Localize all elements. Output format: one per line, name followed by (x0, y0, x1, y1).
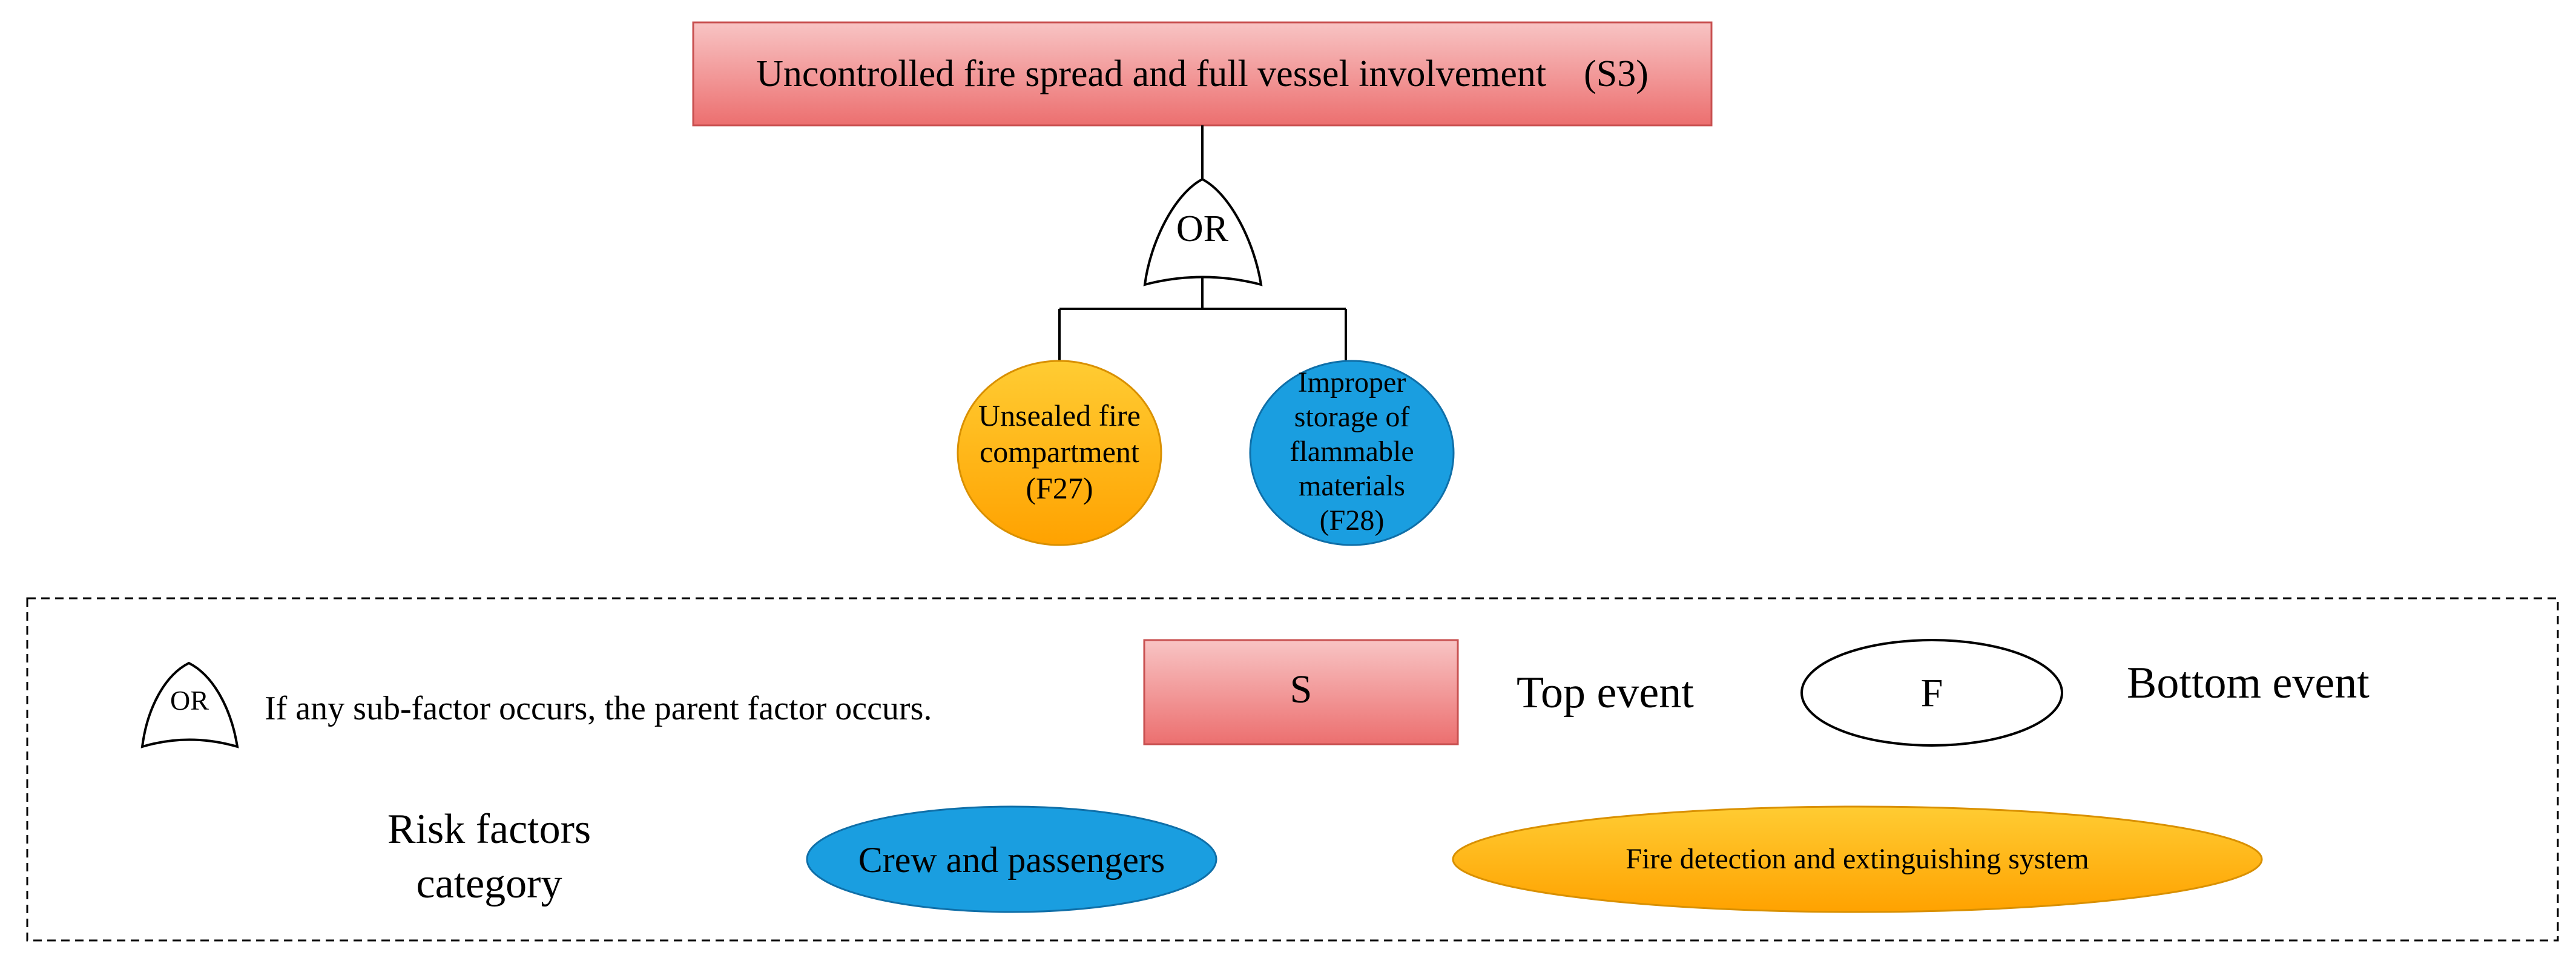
legend-border (26, 597, 2559, 942)
bottom-event-f27-label-line-3: (F27) (1026, 471, 1093, 505)
legend-or-gate-description: If any sub-factor occurs, the parent fac… (265, 690, 932, 727)
legend-or-gate: OR (140, 661, 239, 748)
legend-or-gate-label: OR (170, 685, 209, 716)
legend-top-event-text: Top event (1517, 668, 1694, 718)
bottom-event-f27-label-line-1: Unsealed fire (978, 398, 1141, 432)
bottom-event-f28-ellipse (1249, 360, 1455, 546)
bottom-event-f28-label-line-2: storage of (1294, 401, 1410, 433)
legend-crew-label: Crew and passengers (858, 840, 1165, 880)
top-event-box (692, 21, 1713, 127)
or-gate: OR (1143, 177, 1263, 286)
legend-fire-label: Fire detection and extinguishing system (1626, 843, 2089, 875)
legend-category-title: Risk factors category (387, 806, 591, 907)
bottom-event-f28-label-line-5: (F28) (1320, 504, 1385, 537)
top-event: Uncontrolled fire spread and full vessel… (692, 21, 1713, 127)
legend-or-gate-shape (140, 661, 239, 748)
bottom-event-f27-ellipse (957, 360, 1162, 546)
legend-crew-ellipse (806, 805, 1217, 913)
bottom-event-f28-label-line-1: Improper (1298, 366, 1406, 398)
connector-lines (1058, 125, 1347, 362)
top-event-label: Uncontrolled fire spread and full vessel… (756, 53, 1649, 94)
or-gate-shape (1143, 177, 1263, 286)
legend-bottom-event-text: Bottom event (2127, 658, 2370, 708)
legend-top-event-symbol: S (1290, 667, 1313, 712)
or-gate-label: OR (1176, 208, 1229, 249)
legend-bottom-event-symbol: F (1921, 671, 1943, 715)
legend: OR If any sub-factor occurs, the parent … (26, 597, 2559, 942)
bottom-event-f27-label-line-2: compartment (980, 435, 1139, 469)
legend-category-title-line-2: category (417, 861, 562, 907)
bottom-event-f28-label-line-3: flammable (1290, 435, 1414, 467)
legend-category-title-line-1: Risk factors (387, 806, 591, 853)
legend-top-event-box (1143, 639, 1459, 745)
legend-fire-ellipse (1452, 805, 2263, 913)
bottom-event-f28-label-line-4: materials (1299, 470, 1405, 502)
legend-bottom-event-ellipse (1800, 639, 2063, 747)
